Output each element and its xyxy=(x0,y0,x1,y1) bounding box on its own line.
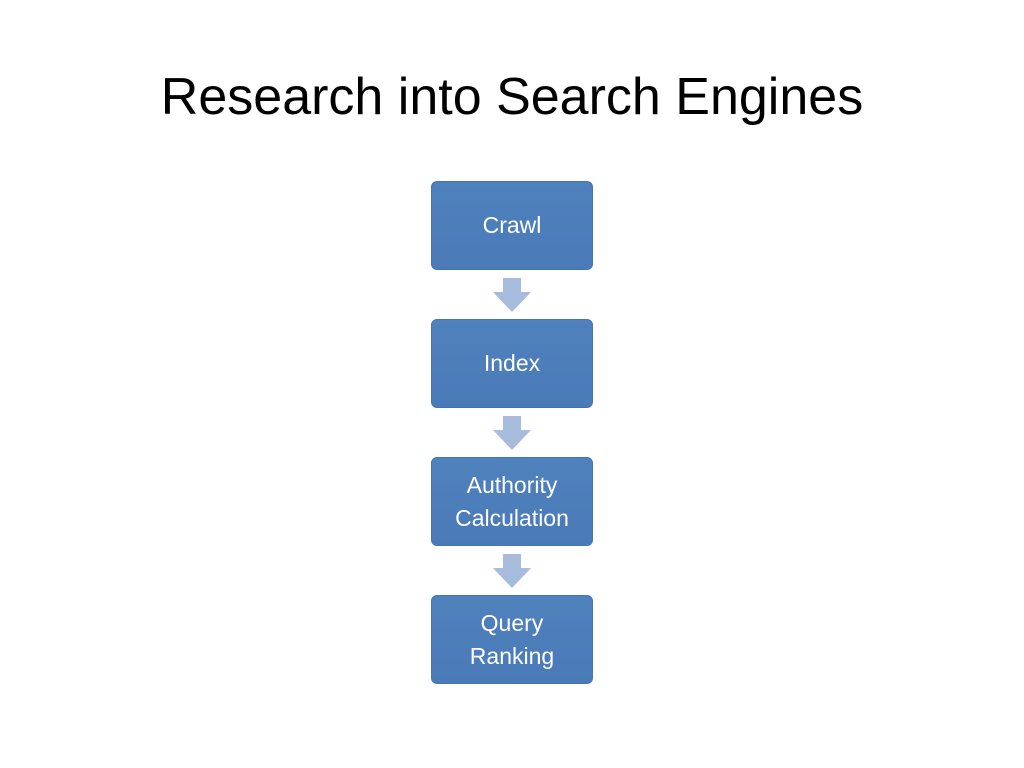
step-label: Authority Calculation xyxy=(455,471,569,531)
step-index: Index xyxy=(431,319,593,408)
step-query-ranking: Query Ranking xyxy=(431,595,593,684)
step-label: Index xyxy=(483,350,541,376)
down-arrow-icon xyxy=(493,278,531,312)
down-arrow-icon xyxy=(493,554,531,588)
step-label: Query Ranking xyxy=(469,609,555,669)
slide-title: Research into Search Engines xyxy=(160,68,864,126)
down-arrow-icon xyxy=(493,416,531,450)
step-crawl: Crawl xyxy=(431,181,593,270)
step-label: Crawl xyxy=(482,212,542,238)
step-authority-calculation: Authority Calculation xyxy=(431,457,593,546)
